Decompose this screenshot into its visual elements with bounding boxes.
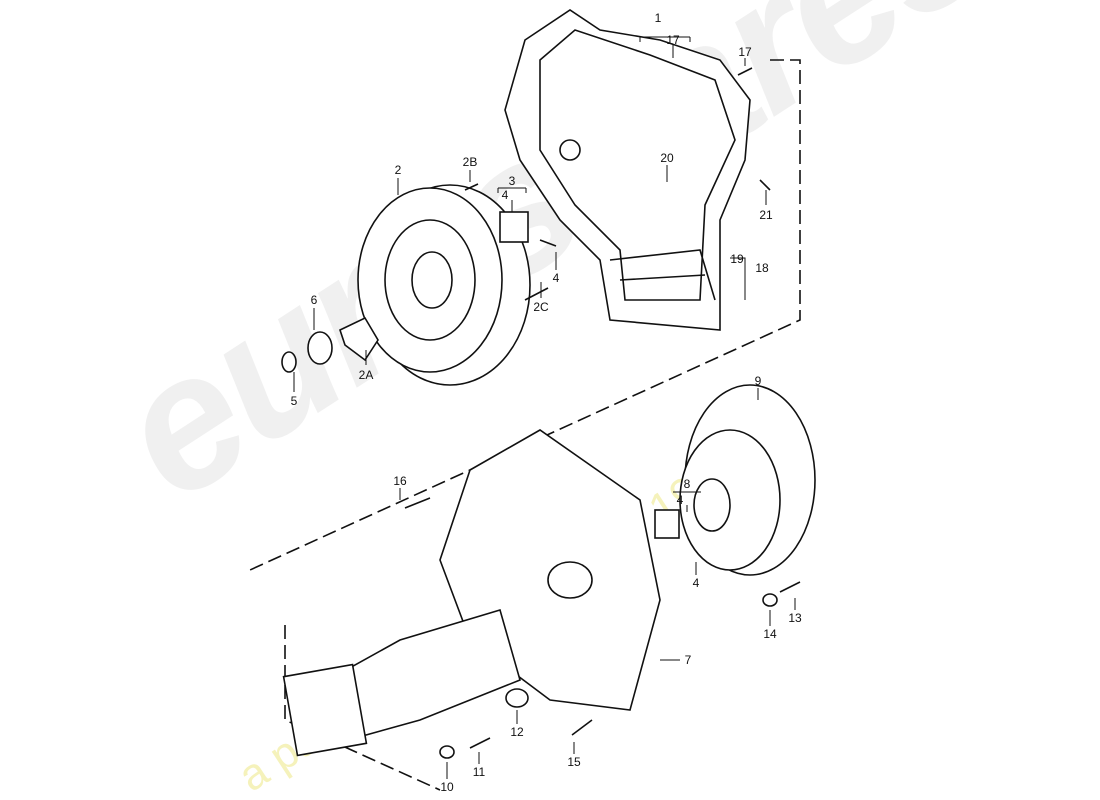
callout-11: 11 (472, 765, 486, 779)
callout-6: 6 (310, 293, 318, 307)
callout-2: 2 (394, 163, 402, 177)
bolt-16 (404, 497, 431, 509)
callout-16: 16 (393, 474, 407, 488)
clamp-part-8 (654, 509, 680, 539)
clamp-part-3 (499, 211, 529, 243)
callout-9: 9 (754, 374, 762, 388)
assembly-line-lower (284, 625, 441, 791)
pin-2b (464, 183, 479, 191)
callout-10: 10 (440, 780, 454, 794)
callout-2c: 2C (533, 300, 549, 314)
callout-2a: 2A (358, 368, 374, 382)
callout-15: 15 (567, 755, 581, 769)
bolt-15 (571, 719, 593, 736)
callout-14: 14 (763, 627, 777, 641)
callout-4: 4 (552, 271, 560, 285)
callout-4: 4 (692, 576, 700, 590)
callout-8: 8 (683, 477, 691, 491)
callout-4: 4 (501, 188, 509, 202)
callout-20: 20 (660, 151, 674, 165)
bolt-13 (779, 581, 801, 593)
flywheel (357, 184, 531, 386)
clutch-housing (504, 9, 751, 331)
pump-cover (679, 384, 816, 576)
callout-4: 4 (676, 493, 684, 507)
bolt-4 (539, 239, 557, 247)
bolt-2c (524, 287, 549, 301)
washer-10 (439, 745, 455, 759)
callout-19: 19 (730, 252, 744, 266)
leader-lines (293, 36, 796, 779)
sleeve-part-2a (339, 316, 379, 362)
washer-14 (762, 593, 778, 607)
callout-1: 1 (654, 11, 662, 25)
callout-13: 13 (788, 611, 802, 625)
callout-17: 17 (738, 45, 752, 59)
callout-12: 12 (510, 725, 524, 739)
callout-7: 7 (684, 653, 692, 667)
circlip-part-5 (281, 351, 297, 373)
bearing-part-6 (307, 331, 333, 365)
transmission-housing (309, 429, 661, 746)
flange-plate (282, 663, 368, 757)
callout-17: 17 (666, 33, 680, 47)
plug-part-12 (505, 688, 529, 708)
callout-21: 21 (759, 208, 773, 222)
screw-21 (759, 179, 771, 191)
callout-18: 18 (755, 261, 769, 275)
pin-17 (737, 67, 753, 76)
bolt-11 (469, 737, 491, 749)
callout-3: 3 (508, 174, 516, 188)
callout-5: 5 (290, 394, 298, 408)
callout-2b: 2B (462, 155, 478, 169)
